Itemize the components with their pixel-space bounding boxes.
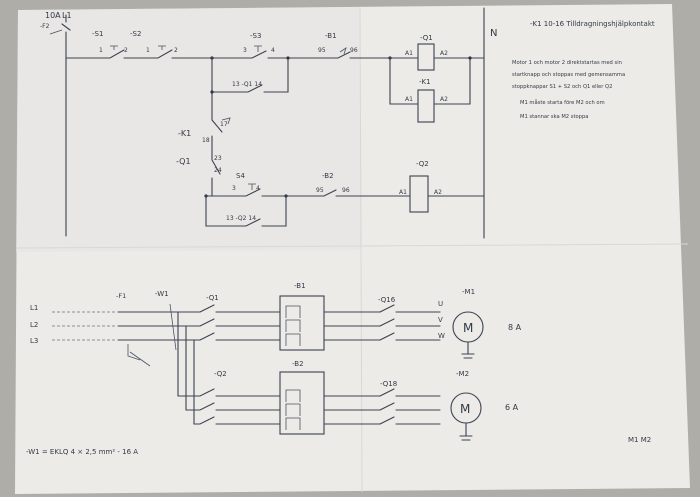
q1-coil <box>417 43 435 71</box>
b2-overload <box>279 371 325 435</box>
q1-hold-contact <box>211 57 289 93</box>
terminal-v: V <box>438 316 443 324</box>
line-l2: L2 <box>30 321 38 329</box>
svg-text:A1: A1 <box>399 189 407 196</box>
f1-tag: -F1 <box>116 292 126 300</box>
svg-text:17: 17 <box>220 121 228 128</box>
svg-text:95: 95 <box>318 47 326 54</box>
terminal-u: U <box>438 300 443 308</box>
svg-text:A2: A2 <box>440 96 448 103</box>
note-line: M1 stannar ska M2 stoppa <box>520 114 588 120</box>
f1-fuses <box>117 311 141 341</box>
corner-label: M1 M2 <box>628 436 651 444</box>
svg-text:1: 1 <box>99 47 103 54</box>
k1-note: -K1 10-16 Tilldragningshjälpkontakt <box>530 20 655 28</box>
b1-overload-contact <box>329 51 391 59</box>
s4-tag: S4 <box>236 172 245 180</box>
svg-text:4: 4 <box>271 47 275 54</box>
cable-spec: -W1 = EKLQ 4 × 2,5 mm² - 16 A <box>26 448 138 456</box>
q2-coil-tag: -Q2 <box>416 160 429 168</box>
q2-power-tag: -Q2 <box>214 370 227 378</box>
s2-contact <box>149 49 213 59</box>
m1-rating: 8 A <box>508 323 522 332</box>
s1-tag: -S1 <box>92 30 103 38</box>
control-circuit: 10A L1 -F2 -S1 1 2 -S2 1 2 -S3 3 4 -B1 9… <box>40 7 497 239</box>
m2-tag: -M2 <box>456 370 469 378</box>
line-l3: L3 <box>30 337 38 345</box>
s2-tag: -S2 <box>130 30 141 38</box>
note-line: stoppknappar S1 + S2 och Q1 eller Q2 <box>512 84 612 90</box>
m2-rating: 6 A <box>505 403 519 412</box>
m1-symbol: M <box>463 321 473 335</box>
svg-text:A1: A1 <box>405 50 413 57</box>
k1-coil <box>417 89 435 123</box>
m2-symbol: M <box>460 402 470 416</box>
neutral-label: N <box>490 28 497 39</box>
svg-text:A2: A2 <box>440 50 448 57</box>
k1-aux-tag: -K1 <box>178 129 191 138</box>
note-line: M1 måste starta före M2 och om <box>520 99 605 106</box>
b2-tag: -B2 <box>322 172 334 180</box>
svg-text:23: 23 <box>214 155 222 162</box>
svg-text:4: 4 <box>256 185 260 192</box>
svg-text:1: 1 <box>146 47 150 54</box>
terminal-w: W <box>438 332 445 340</box>
svg-text:24: 24 <box>214 167 222 174</box>
b2-power-tag: -B2 <box>292 360 304 368</box>
svg-text:13 -Q2 14: 13 -Q2 14 <box>226 215 256 222</box>
m1-tag: -M1 <box>462 288 475 296</box>
pe-label: -F2 <box>40 23 50 30</box>
line-l1: L1 <box>30 304 38 312</box>
svg-text:2: 2 <box>174 47 178 54</box>
b1-tag: -B1 <box>325 32 337 40</box>
fuse-label: 10A <box>45 11 61 20</box>
b1-overload <box>279 295 325 351</box>
svg-text:2: 2 <box>124 47 128 54</box>
power-circuit: L1 L2 L3 -F1 -W1 -Q1 -B1 -Q16 U V W M -M… <box>30 282 522 441</box>
svg-text:3: 3 <box>243 47 247 54</box>
q16-tag: -Q16 <box>378 296 396 304</box>
b1-power-tag: -B1 <box>294 282 306 290</box>
phase-label: L1 <box>62 11 72 20</box>
note-line: Motor 1 och motor 2 direktstartas med si… <box>512 60 622 66</box>
s1-contact <box>103 49 151 59</box>
note-line: startknapp och stoppas med gemensamma <box>512 72 625 78</box>
svg-text:13 -Q1 14: 13 -Q1 14 <box>232 81 262 88</box>
s3-contact <box>211 50 331 59</box>
q1-power-tag: -Q1 <box>206 294 219 302</box>
k1-coil-tag: -K1 <box>419 78 431 86</box>
s3-tag: -S3 <box>250 32 261 40</box>
svg-text:3: 3 <box>232 185 236 192</box>
svg-text:A1: A1 <box>405 96 413 103</box>
q1-aux-tag: -Q1 <box>176 157 191 166</box>
w1-cable <box>139 311 201 341</box>
svg-text:18: 18 <box>202 137 210 144</box>
svg-text:95: 95 <box>316 187 324 194</box>
q1-coil-tag: -Q1 <box>420 34 433 42</box>
supply-rail <box>61 14 71 237</box>
q2-hold-contact <box>205 195 287 227</box>
notes-block: Motor 1 och motor 2 direktstartas med si… <box>512 60 625 120</box>
svg-text:96: 96 <box>350 47 358 54</box>
svg-text:A2: A2 <box>434 189 442 196</box>
q2-coil <box>409 175 429 213</box>
svg-text:96: 96 <box>342 187 350 194</box>
w1-tag: -W1 <box>155 290 169 298</box>
s4-contact <box>205 188 287 197</box>
q2-main-contacts <box>177 388 215 425</box>
q18-tag: -Q18 <box>380 380 397 388</box>
q1-main-contacts <box>199 304 215 341</box>
